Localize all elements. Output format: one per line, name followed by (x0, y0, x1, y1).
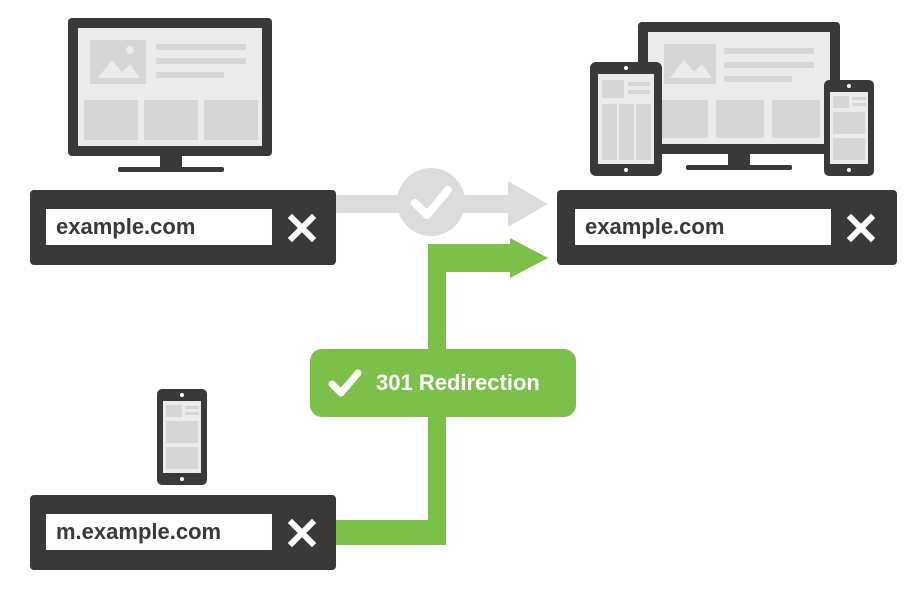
close-x-icon (846, 213, 876, 243)
responsive-url-text: example.com (575, 209, 831, 245)
responsive-url-bar: example.com (557, 190, 897, 265)
mobile-url-text: m.example.com (46, 514, 272, 550)
close-x-icon (287, 213, 317, 243)
phone-icon (157, 389, 207, 485)
redirect-label: 301 Redirection (376, 370, 540, 395)
redirect-badge: 301 Redirection (310, 349, 576, 417)
close-x-icon (287, 518, 317, 548)
checkmark-icon (328, 369, 362, 397)
checkmark-circle-icon (397, 168, 465, 236)
desktop-monitor-icon (638, 22, 840, 170)
desktop-monitor-icon (68, 18, 272, 172)
mobile-url-bar: m.example.com (30, 495, 336, 570)
phone-icon (824, 80, 874, 176)
desktop-url-bar: example.com (30, 190, 336, 265)
tablet-icon (590, 62, 662, 176)
desktop-url-text: example.com (46, 209, 272, 245)
responsive-devices (590, 22, 874, 176)
